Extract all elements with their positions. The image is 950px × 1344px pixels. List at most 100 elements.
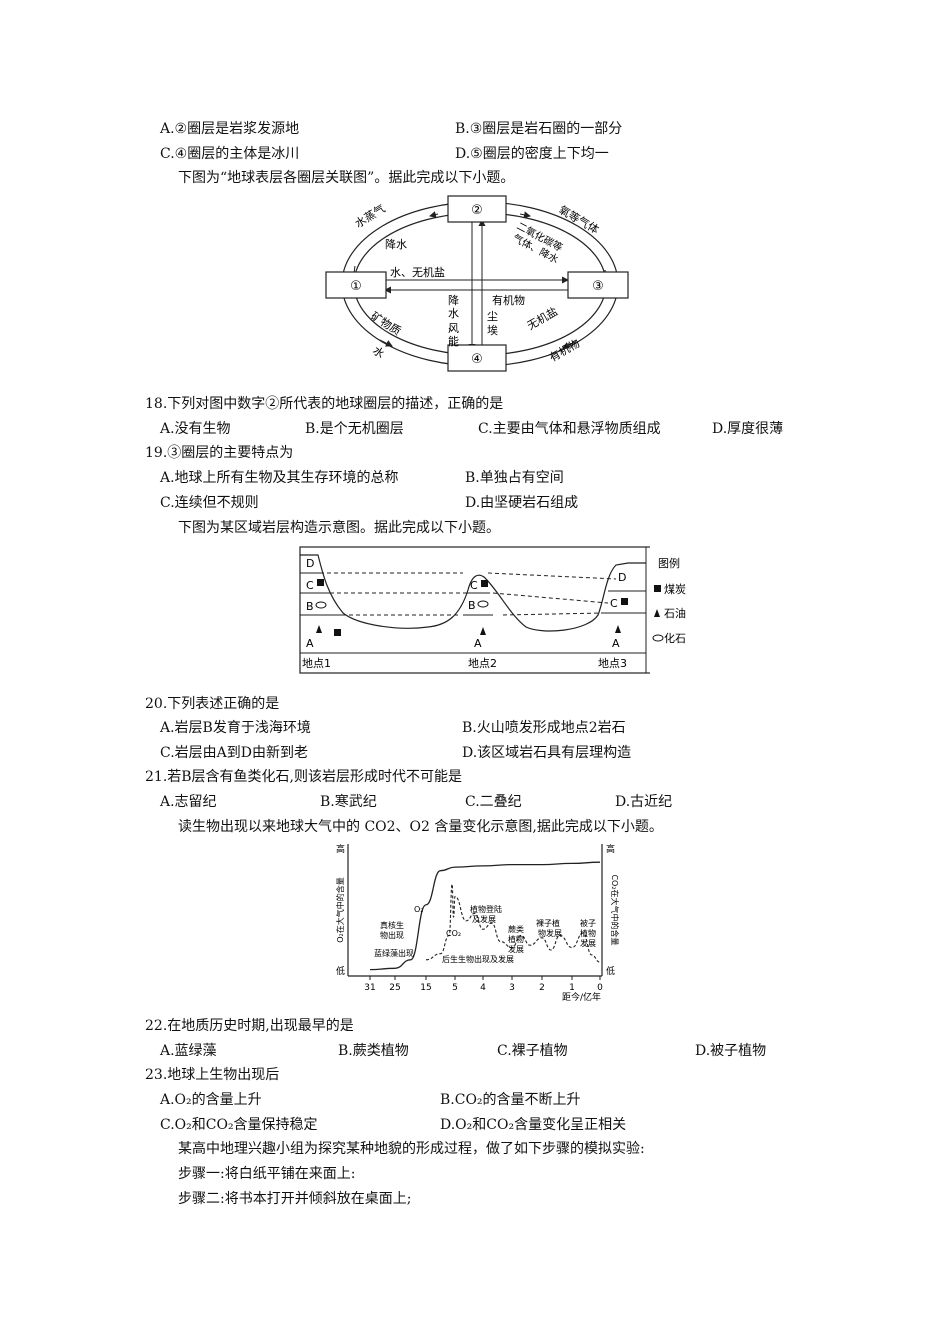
q18-stem: 18.下列对图中数字②所代表的地球圈层的描述，正确的是 — [145, 396, 504, 412]
label-box-1: ① — [350, 279, 362, 294]
experiment-step-1: 步骤一:将白纸平铺在来面上: — [178, 1166, 356, 1182]
q18-option-a: A.没有生物 — [160, 421, 231, 437]
q23-option-d: D.O₂和CO₂含量变化呈正相关 — [440, 1117, 627, 1133]
site2-label: 地点2 — [468, 657, 497, 670]
q21-option-b: B.寒武纪 — [320, 794, 377, 810]
q23-stem: 23.地球上生物出现后 — [145, 1067, 280, 1083]
q17-option-c: C.④圈层的主体是冰川 — [160, 146, 300, 162]
legend-title: 图例 — [658, 556, 680, 570]
legend-coal: 煤炭 — [664, 583, 686, 596]
site1-label: 地点1 — [302, 657, 331, 670]
label-precip-wind: 降水、风能 — [448, 293, 459, 348]
q22-option-c: C.裸子植物 — [497, 1043, 568, 1059]
x-tick-label: 3 — [509, 983, 515, 993]
site1-layer-c: C — [306, 579, 314, 592]
y-left-high: 高 — [336, 843, 345, 855]
legend-oil: 石油 — [664, 606, 686, 620]
label-inorganic-salt: 无机盐 — [525, 304, 561, 333]
label-box-2: ② — [471, 203, 483, 218]
q18-option-b: B.是个无机圈层 — [305, 421, 404, 437]
annotation-o2: O₂ — [414, 905, 424, 914]
label-oxygen: 氧等气体 — [557, 202, 602, 236]
x-tick-label: 31 — [364, 983, 375, 993]
x-axis-label: 距今/亿年 — [562, 991, 601, 1003]
annotation-angio: 被子植物发展 — [580, 918, 596, 948]
q22-stem: 22.在地质历史时期,出现最早的是 — [145, 1018, 354, 1034]
y-left-low: 低 — [336, 965, 345, 977]
q19-option-c: C.连续但不规则 — [160, 495, 259, 511]
q20-option-b: B.火山喷发形成地点2岩石 — [462, 720, 626, 736]
x-tick-label: 4 — [480, 983, 486, 993]
site1-layer-b: B — [306, 600, 314, 613]
q21-option-a: A.志留纪 — [160, 794, 217, 810]
x-tick-label: 1 — [569, 983, 575, 993]
y-right-label: CO₂在大气中的含量 — [610, 874, 620, 945]
annotation-fern: 蕨类植物发展 — [508, 924, 524, 954]
x-tick-label: 0 — [597, 983, 603, 993]
site1-layer-a: A — [306, 637, 314, 650]
q22-option-b: B.蕨类植物 — [338, 1043, 409, 1059]
label-organic-bottom: 有机物 — [547, 336, 583, 365]
q17-option-d: D.⑤圈层的密度上下均一 — [455, 146, 609, 162]
q21-stem: 21.若B层含有鱼类化石,则该岩层形成时代不可能是 — [145, 769, 463, 785]
box-3 — [567, 271, 629, 299]
rock-strata-diagram: D C B A C B A D C A 地点1 地点2 地点3 图例 煤炭 石油… — [299, 545, 702, 675]
experiment-intro: 某高中地理兴趣小组为探究某种地貌的形成过程，做了如下步骤的模拟实验: — [178, 1141, 645, 1157]
q18-option-d: D.厚度很薄 — [712, 421, 784, 437]
q17-option-b: B.③圈层是岩石圈的一部分 — [455, 121, 623, 137]
label-organic-mid: 有机物 — [492, 293, 525, 307]
annotation-eukaryote: 真核生物出现 — [380, 920, 404, 940]
site3-layer-a: A — [612, 637, 620, 650]
experiment-step-2: 步骤二:将书本打开并倾斜放在桌面上; — [178, 1191, 412, 1207]
site3-layer-d: D — [618, 571, 626, 584]
site3-label: 地点3 — [598, 657, 627, 670]
oil-icon — [654, 609, 660, 617]
annotation-gymno: 裸子植物发展 — [536, 918, 562, 938]
q20-stem: 20.下列表述正确的是 — [145, 696, 280, 712]
legend-fossil: 化石 — [664, 631, 686, 645]
q23-option-c: C.O₂和CO₂含量保持稳定 — [160, 1117, 318, 1133]
y-right-low: 低 — [606, 965, 615, 977]
site1-layer-d: D — [306, 557, 314, 570]
x-tick-label: 15 — [420, 983, 431, 993]
co2-series-line — [425, 883, 601, 963]
annotation-plants-land: 植物登陆及发展 — [470, 904, 502, 924]
label-dust: 尘埃 — [487, 310, 498, 337]
box-1 — [325, 271, 387, 299]
annotation-co2: CO₂ — [446, 929, 461, 938]
q21-option-d: D.古近纪 — [615, 794, 673, 810]
q23-option-a: A.O₂的含量上升 — [160, 1092, 262, 1108]
label-box-4: ④ — [471, 352, 483, 367]
label-water-salt: 水、无机盐 — [390, 265, 445, 279]
y-left-label: O₂在大气中的含量 — [335, 877, 345, 943]
y-right-high: 高 — [606, 843, 615, 855]
site3-layer-c: C — [610, 597, 618, 610]
q20-option-a: A.岩层B发育于浅海环境 — [160, 720, 311, 736]
q18-option-c: C.主要由气体和悬浮物质组成 — [478, 421, 661, 437]
site2-layer-a: A — [474, 637, 482, 650]
q20-option-d: D.该区域岩石具有层理构造 — [462, 745, 632, 761]
label-water-bottom: 水 — [370, 344, 387, 361]
q21-option-c: C.二叠纪 — [465, 794, 522, 810]
x-tick-label: 25 — [389, 983, 400, 993]
fossil-icon — [652, 634, 664, 642]
intro-figure-1: 下图为“地球表层各圈层关联图”。据此完成以下小题。 — [178, 170, 515, 186]
q19-stem: 19.③圈层的主要特点为 — [145, 445, 294, 461]
o2-series-line — [369, 861, 601, 971]
x-tick-label: 5 — [452, 983, 458, 993]
q23-option-b: B.CO₂的含量不断上升 — [440, 1092, 581, 1108]
q17-option-a: A.②圈层是岩浆发源地 — [160, 121, 300, 137]
label-precip: 降水 — [385, 237, 407, 251]
q22-option-a: A.蓝绿藻 — [160, 1043, 217, 1059]
intro-figure-3: 读生物出现以来地球大气中的 CO2、O2 含量变化示意图,据此完成以下小题。 — [178, 819, 663, 835]
box-2 — [447, 195, 507, 223]
site2-layer-c: C — [470, 579, 478, 592]
coal-icon — [654, 585, 661, 592]
x-tick-label: 2 — [539, 983, 545, 993]
annotation-blue-algae: 蓝绿藻出现 — [374, 948, 414, 958]
label-box-3: ③ — [592, 279, 604, 294]
q19-option-a: A.地球上所有生物及其生存环境的总称 — [160, 470, 399, 486]
q19-option-d: D.由坚硬岩石组成 — [465, 495, 579, 511]
site2-layer-b: B — [468, 599, 476, 612]
q20-option-c: C.岩层由A到D由新到老 — [160, 745, 308, 761]
